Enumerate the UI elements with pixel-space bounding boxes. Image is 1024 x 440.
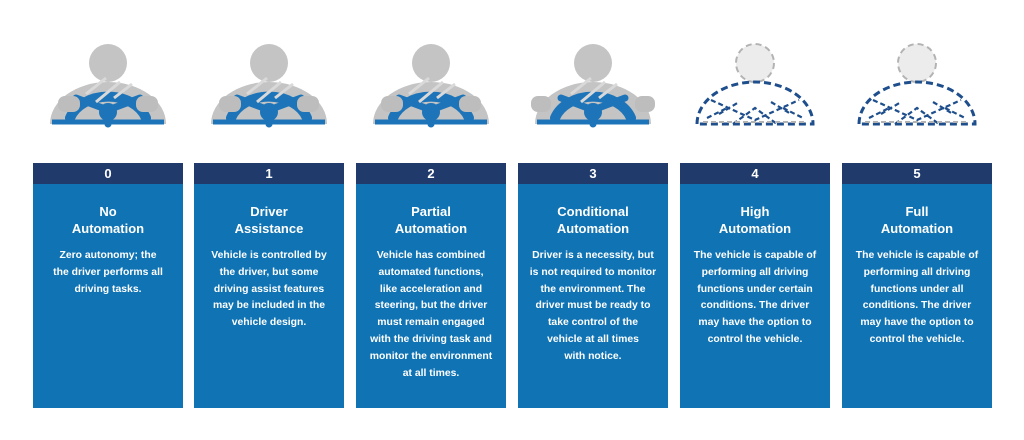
driver-hands-on-wheel-icon	[359, 38, 503, 130]
driver-hands-off-wheel-icon	[521, 38, 665, 130]
level-number: 4	[680, 163, 830, 184]
level-description: The vehicle is capable of performing all…	[693, 250, 817, 345]
driver-hands-on-wheel-icon	[197, 38, 341, 130]
driver-hands-on-wheel-icon	[36, 38, 180, 130]
driver-optional-dashed-icon	[683, 38, 827, 130]
level-title: Conditional Automation	[556, 204, 630, 236]
driver-optional-dashed-icon	[845, 38, 989, 130]
level-title: Driver Assistance	[234, 204, 304, 236]
level-title: Full Automation	[880, 204, 954, 236]
level-number: 0	[33, 163, 183, 184]
level-description: Zero autonomy; the the driver performs a…	[53, 250, 163, 295]
level-description: Vehicle has combined automated functions…	[369, 250, 493, 379]
level-description: The vehicle is capable of performing all…	[855, 250, 979, 345]
level-number: 5	[842, 163, 992, 184]
level-description: Vehicle is controlled by the driver, but…	[211, 250, 327, 329]
level-description: Driver is a necessity, but is not requir…	[529, 250, 657, 362]
level-number: 3	[518, 163, 668, 184]
level-title: Partial Automation	[394, 204, 468, 236]
level-title: High Automation	[718, 204, 792, 236]
level-number: 1	[194, 163, 344, 184]
level-title: No Automation	[71, 204, 145, 236]
level-number: 2	[356, 163, 506, 184]
